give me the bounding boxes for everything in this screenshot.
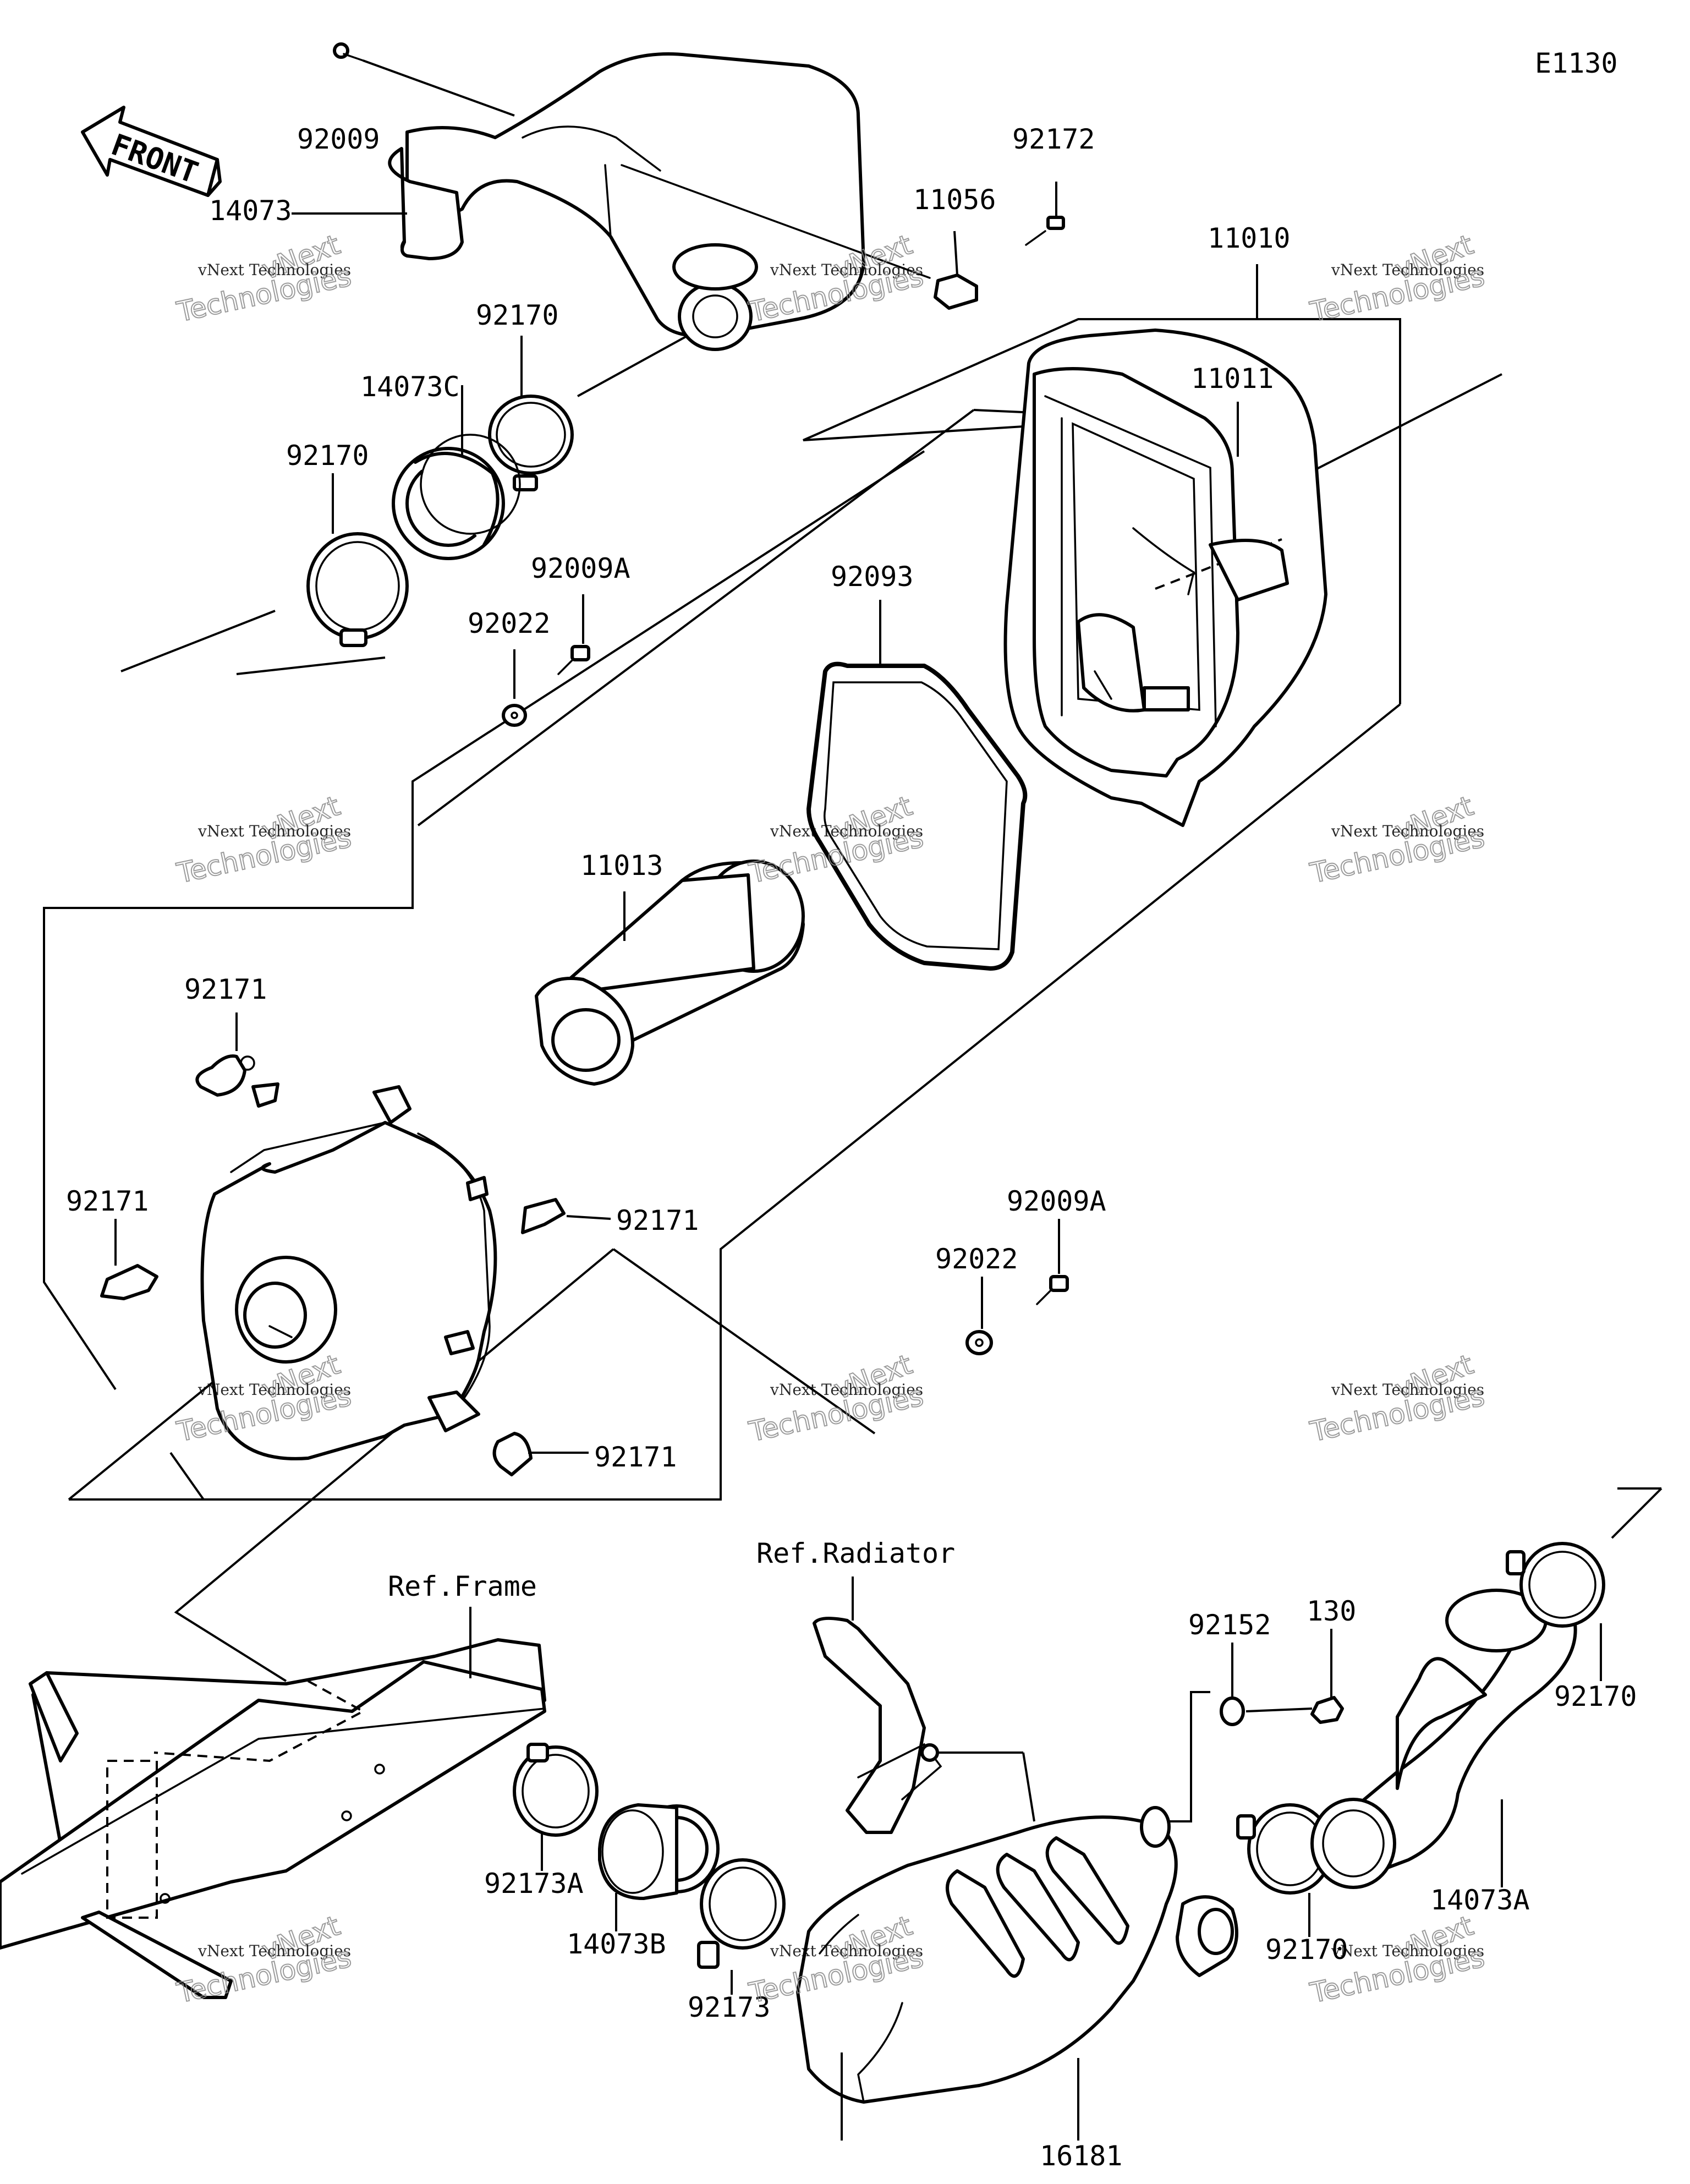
svg-text:vNext Technologies: vNext Technologies <box>770 1942 923 1960</box>
bolt-92009a-middle <box>1036 1219 1069 1305</box>
svg-text:vNext Technologies: vNext Technologies <box>197 1942 351 1960</box>
svg-text:vNext Technologies: vNext Technologies <box>770 822 923 840</box>
washer-92022-upper <box>502 649 527 727</box>
label-92170-b: 92170 <box>286 440 369 472</box>
label-16181: 16181 <box>1040 2140 1123 2172</box>
label-14073: 14073 <box>209 195 292 227</box>
clip-92171-a <box>195 1012 255 1097</box>
label-14073b: 14073B <box>567 1928 666 1960</box>
label-92172: 92172 <box>1012 123 1095 155</box>
nut-130 <box>1245 1629 1344 1724</box>
watermark: vNext vNext Technologies Technologies <box>173 789 354 890</box>
label-92170-a: 92170 <box>476 299 559 331</box>
clamp-92170-left <box>306 473 409 647</box>
clip-92171-c <box>521 1198 611 1234</box>
label-14073a: 14073A <box>1430 1884 1530 1916</box>
intake-duct <box>388 52 931 351</box>
air-cleaner-cover <box>200 1082 497 1460</box>
watermark: vNext vNext Technologies Technologies <box>1307 1348 1488 1448</box>
clip-11056 <box>934 231 978 310</box>
svg-text:vNext Technologies: vNext Technologies <box>197 1381 351 1399</box>
label-92170-d: 92170 <box>1265 1934 1348 1966</box>
frame-reference <box>0 1607 546 1999</box>
svg-text:vNext Technologies: vNext Technologies <box>1331 1381 1484 1399</box>
air-cleaner-case <box>1003 329 1327 827</box>
label-11011: 11011 <box>1191 363 1274 395</box>
duct-14073c <box>392 385 521 560</box>
duct-14073a <box>1310 1589 1577 1889</box>
label-92171-b: 92171 <box>66 1185 149 1217</box>
label-92009a-a: 92009A <box>531 552 630 584</box>
clamp-92173a <box>513 1743 599 1871</box>
clip-92171-b <box>100 1219 158 1300</box>
watermark: vNext vNext Technologies Technologies <box>1307 228 1488 329</box>
intake-silencer <box>796 1806 1238 2141</box>
front-direction-arrow: FRONT <box>81 106 222 197</box>
part-number-labels: 92009 14073 92172 11056 11010 92170 1407… <box>66 123 1637 2172</box>
label-92170-c: 92170 <box>1554 1681 1637 1712</box>
diagram-code: E1130 <box>1535 47 1618 79</box>
svg-text:vNext Technologies: vNext Technologies <box>1331 1942 1484 1960</box>
label-ref-frame: Ref.Frame <box>388 1570 537 1602</box>
watermark: vNext vNext Technologies Technologies <box>173 1909 354 2010</box>
svg-text:vNext Technologies: vNext Technologies <box>770 261 923 279</box>
label-11010: 11010 <box>1208 222 1291 254</box>
bolt-92172 <box>1025 182 1065 246</box>
label-130: 130 <box>1307 1595 1356 1627</box>
radiator-reference <box>813 1577 1035 1834</box>
clip-92171-d <box>492 1432 589 1476</box>
label-92171-a: 92171 <box>184 973 267 1005</box>
label-92022-b: 92022 <box>935 1243 1018 1275</box>
svg-text:vNext Technologies: vNext Technologies <box>1331 822 1484 840</box>
svg-text:vNext Technologies: vNext Technologies <box>1331 261 1484 279</box>
label-11056: 11056 <box>913 184 996 216</box>
label-92022-a: 92022 <box>468 607 551 639</box>
svg-text:vNext Technologies: vNext Technologies <box>197 822 351 840</box>
label-92171-d: 92171 <box>594 1441 677 1473</box>
label-92009a-b: 92009A <box>1007 1185 1106 1217</box>
label-92093: 92093 <box>831 561 914 593</box>
clamp-92170-upper <box>488 335 688 491</box>
air-filter-element <box>535 860 805 1086</box>
label-92152: 92152 <box>1188 1609 1271 1641</box>
label-14073c: 14073C <box>360 371 460 403</box>
gasket-92093 <box>806 600 1028 971</box>
label-92173: 92173 <box>688 1991 771 2023</box>
svg-text:vNext Technologies: vNext Technologies <box>197 261 351 279</box>
screw-92009 <box>333 42 515 117</box>
label-92009: 92009 <box>297 123 380 155</box>
watermark: vNext vNext Technologies Technologies <box>173 228 354 329</box>
label-92173a: 92173A <box>484 1868 584 1900</box>
label-11013: 11013 <box>580 850 663 882</box>
bolt-92009a-upper <box>557 594 590 675</box>
washer-92022-middle <box>965 1277 993 1355</box>
label-92171-c: 92171 <box>616 1205 699 1236</box>
group-boundary-lines <box>43 318 1662 1822</box>
duct-14073b <box>598 1803 720 1931</box>
watermark: vNext vNext Technologies Technologies <box>1307 789 1488 890</box>
label-ref-radiator: Ref.Radiator <box>756 1537 955 1569</box>
washer-92152 <box>1220 1643 1245 1726</box>
watermark: vNext vNext Technologies Technologies <box>1307 1909 1488 2010</box>
watermark: vNext vNext Technologies Technologies <box>745 1348 926 1448</box>
svg-text:vNext Technologies: vNext Technologies <box>770 1381 923 1399</box>
clamp-92170-right <box>1506 1542 1605 1681</box>
clamp-92173 <box>697 1858 786 1995</box>
